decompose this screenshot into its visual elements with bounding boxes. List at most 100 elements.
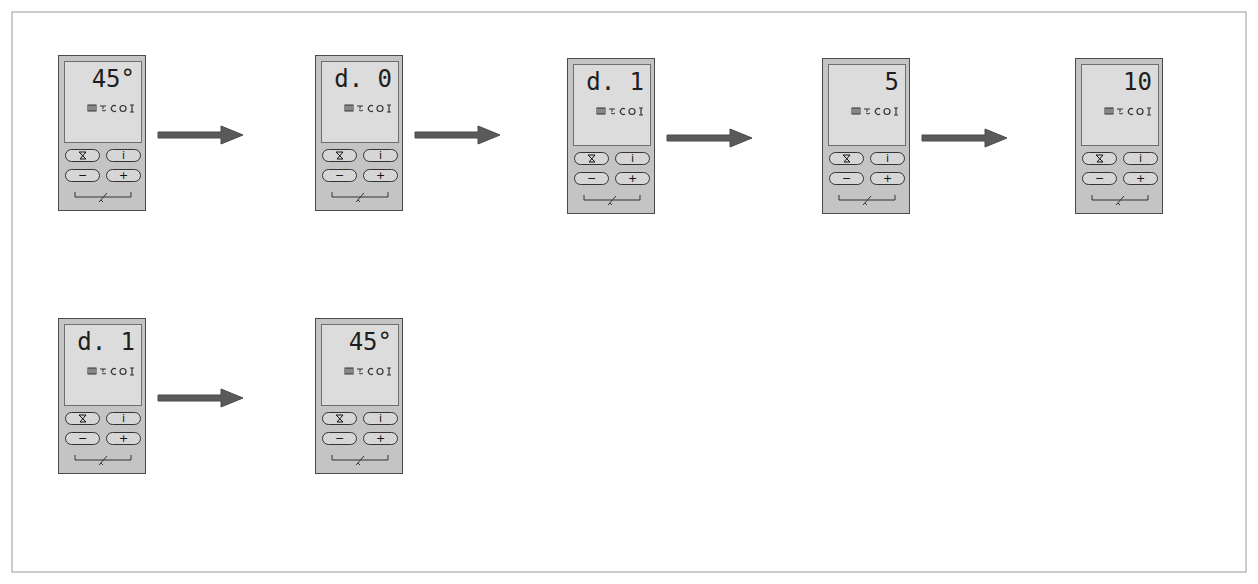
lcd-screen: d. 1 (573, 64, 651, 146)
status-icons (87, 102, 137, 114)
control-panel: 10i−+ (1075, 58, 1163, 214)
status-icons (1104, 105, 1154, 117)
bracket-line (75, 455, 131, 460)
hourglass-symbol (323, 150, 356, 161)
o-icon (120, 106, 126, 112)
key-button: − (65, 432, 100, 445)
combo-mark (1116, 196, 1124, 205)
c-icon (620, 109, 625, 115)
key-button: i (363, 149, 398, 162)
button-label: + (107, 168, 140, 183)
lcd-screen: 5 (828, 64, 906, 146)
control-panel: d. 0 i−+ (315, 55, 403, 211)
bracket-line (839, 195, 895, 200)
bracket-line (1092, 195, 1148, 200)
key-button (322, 149, 357, 162)
button-label: − (66, 431, 99, 446)
lcd-screen: 45° (321, 324, 399, 406)
c-icon (111, 369, 116, 375)
hourglass-symbol (830, 153, 863, 164)
key-button: − (322, 169, 357, 182)
hourglass-shape (843, 155, 850, 162)
tap-icon (357, 106, 363, 111)
c-icon (368, 369, 373, 375)
radiator-fins (90, 105, 94, 111)
button-label: i (107, 411, 140, 426)
status-icons (596, 105, 646, 117)
hourglass-symbol (1083, 153, 1116, 164)
display-reading: 45° (349, 329, 392, 355)
display-reading: d. 0 (334, 66, 392, 92)
combo-bracket (73, 453, 133, 467)
hourglass-symbol (575, 153, 608, 164)
button-label: − (323, 168, 356, 183)
display-reading: d. 1 (77, 329, 135, 355)
hourglass-shape (79, 152, 86, 159)
button-label: i (107, 148, 140, 163)
key-button: i (363, 412, 398, 425)
key-button: − (574, 172, 609, 185)
key-button: + (106, 169, 141, 182)
control-panel: d. 1i−+ (567, 58, 655, 214)
combo-mark (608, 196, 616, 205)
control-panel: 45° i−+ (315, 318, 403, 474)
i-icon (387, 368, 391, 375)
combo-mark (99, 193, 107, 202)
button-label: − (323, 431, 356, 446)
key-button: i (1123, 152, 1158, 165)
button-label: + (364, 431, 397, 446)
hourglass-symbol (66, 413, 99, 424)
button-label: + (107, 431, 140, 446)
button-label: − (830, 171, 863, 186)
i-icon (130, 368, 134, 375)
button-label: + (1124, 171, 1157, 186)
key-button (65, 412, 100, 425)
key-button: + (106, 432, 141, 445)
combo-mark (356, 193, 364, 202)
combo-bracket (330, 190, 390, 204)
o-icon (120, 369, 126, 375)
combo-bracket (330, 453, 390, 467)
key-button: − (322, 432, 357, 445)
hourglass-symbol (323, 413, 356, 424)
key-button: − (1082, 172, 1117, 185)
flow-arrow (922, 129, 1007, 147)
bracket-line (75, 192, 131, 197)
radiator-fins (90, 368, 94, 374)
key-button: i (106, 149, 141, 162)
hourglass-shape (79, 415, 86, 422)
combo-mark (863, 196, 871, 205)
radiator-fins (1107, 108, 1111, 114)
key-button: + (615, 172, 650, 185)
key-button: + (363, 432, 398, 445)
lcd-screen: 45° (64, 61, 142, 143)
radiator-fins (347, 368, 351, 374)
radiator-fins (854, 108, 858, 114)
radiator-icon (597, 108, 605, 114)
tap-icon (100, 369, 106, 374)
hourglass-shape (336, 415, 343, 422)
i-icon (387, 105, 391, 112)
radiator-fins (599, 108, 603, 114)
radiator-icon (852, 108, 860, 114)
key-button: i (870, 152, 905, 165)
button-label: − (66, 168, 99, 183)
key-button: + (1123, 172, 1158, 185)
flow-arrow (415, 126, 500, 144)
combo-bracket (1090, 193, 1150, 207)
key-button (574, 152, 609, 165)
status-icons (344, 102, 394, 114)
status-icons (87, 365, 137, 377)
key-button (1082, 152, 1117, 165)
tap-icon (100, 106, 106, 111)
tap-icon (609, 109, 615, 114)
control-panel: d. 1 i−+ (58, 318, 146, 474)
status-icons (851, 105, 901, 117)
combo-bracket (837, 193, 897, 207)
flow-arrow (158, 126, 243, 144)
i-icon (130, 105, 134, 112)
button-label: + (364, 168, 397, 183)
tap-icon (1117, 109, 1123, 114)
i-icon (894, 108, 898, 115)
lcd-screen: d. 1 (64, 324, 142, 406)
